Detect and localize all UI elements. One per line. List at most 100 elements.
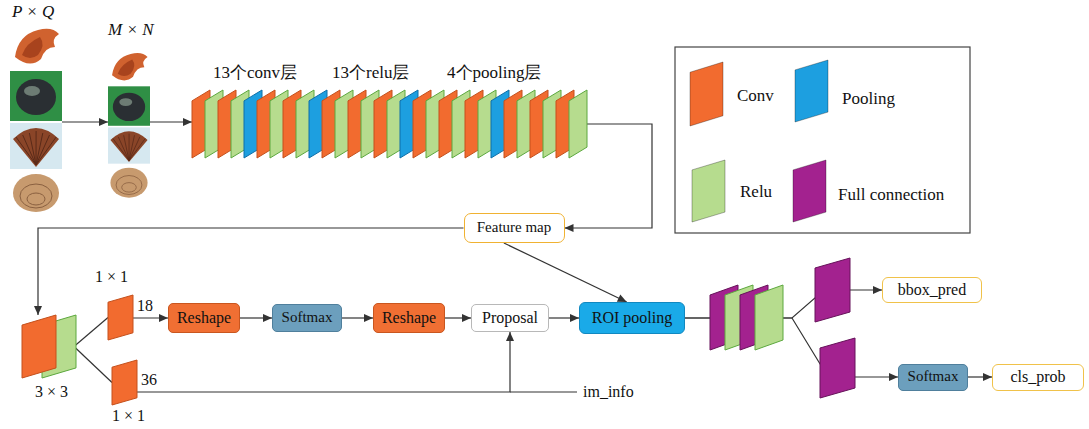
node-label: Softmax	[282, 309, 333, 326]
clam-shell	[13, 174, 59, 212]
node-label: 1 × 1	[112, 407, 145, 425]
relu-layer	[569, 90, 587, 158]
node-label: 13个relu层	[332, 63, 409, 83]
image-stack: M × N	[108, 50, 150, 200]
node-label: P × Q	[12, 2, 54, 22]
legend-swatch	[795, 60, 828, 122]
snail-shine	[24, 86, 40, 96]
scallop-shell	[110, 131, 147, 162]
conv-block: 1 × 1	[108, 295, 133, 340]
arrow-head	[99, 118, 108, 126]
snail-shine	[119, 98, 132, 106]
image-stack: P × Q	[10, 25, 62, 215]
conch-shell	[15, 29, 59, 64]
scallop-rib	[129, 137, 140, 161]
arrow-head	[364, 314, 373, 322]
scallop-rib	[36, 131, 37, 165]
channel-count: 36	[140, 371, 158, 389]
snail-shell	[113, 93, 145, 121]
node-label: 13个conv层	[213, 63, 297, 83]
conv-layer	[108, 295, 133, 340]
connector	[34, 228, 464, 315]
conv-block: 1 × 1	[112, 360, 137, 405]
conv-layer	[22, 315, 56, 378]
photo-ground	[108, 86, 150, 125]
connector-line	[38, 228, 464, 315]
legend-swatch-shape	[795, 60, 828, 122]
legend-label: Pooling	[842, 89, 895, 109]
snail-shell	[16, 79, 56, 115]
arrow-head	[159, 314, 168, 322]
legend-swatch-shape	[692, 160, 725, 222]
connector	[74, 347, 112, 383]
node-label: M × N	[108, 20, 153, 40]
node-label: Reshape	[177, 309, 231, 327]
clam-ring	[20, 184, 52, 208]
shape-outline	[22, 315, 78, 378]
scallop-rib	[23, 135, 36, 165]
legend-swatch	[692, 160, 725, 222]
legend-label: Full connection	[838, 185, 944, 205]
node-label: 1 × 1	[95, 268, 128, 286]
legend-swatch	[690, 62, 723, 126]
conch-shade	[118, 59, 135, 76]
conch-shade	[22, 37, 43, 58]
arrow-head	[889, 373, 898, 381]
clam-ring	[27, 193, 45, 205]
connector	[137, 332, 514, 392]
softmax-box: Softmax	[272, 304, 342, 332]
node-label: cls_prob	[1010, 368, 1065, 386]
node-label: Reshape	[382, 309, 436, 327]
scallop-rib	[36, 135, 50, 165]
node-label: Softmax	[908, 368, 959, 385]
legend-swatch-shape	[793, 160, 826, 222]
arrow-head	[34, 306, 42, 315]
scallop-rib	[129, 134, 130, 161]
legend-frame	[675, 47, 970, 233]
legend-swatch	[793, 160, 826, 222]
legend-swatch-shape	[690, 62, 723, 126]
connector	[240, 314, 272, 322]
node-label: bbox_pred	[898, 281, 966, 299]
node-label: 4个pooling层	[447, 63, 541, 83]
shape-outline	[108, 50, 150, 200]
connector	[504, 243, 627, 302]
softmax-box: Softmax	[898, 364, 968, 391]
signal-label: im_info	[583, 383, 634, 401]
legend-label: Conv	[737, 86, 774, 106]
roi-pooling-box: ROI pooling	[579, 302, 685, 334]
arrow-head	[183, 118, 192, 126]
output-box: cls_prob	[992, 364, 1084, 391]
scallop-rib	[129, 138, 145, 160]
scallop-rib	[118, 137, 129, 161]
connector	[342, 314, 373, 322]
node-label: 3 × 3	[35, 383, 68, 401]
connector	[62, 118, 108, 126]
arrow-head	[983, 373, 992, 381]
arrow-head	[263, 314, 272, 322]
node-label: Feature map	[477, 219, 552, 236]
conch-shell	[112, 53, 148, 81]
scallop-rib	[36, 137, 56, 165]
clam-shell	[110, 168, 147, 198]
node-label: Proposal	[482, 309, 538, 327]
clam-ring	[116, 176, 142, 195]
im-info-wire	[510, 391, 577, 392]
proposal-box: Proposal	[471, 304, 549, 332]
scallop-rib	[124, 135, 129, 160]
scallop-shell	[13, 128, 59, 167]
arrow-head	[565, 224, 574, 232]
connector-line	[74, 347, 112, 383]
connector	[445, 314, 471, 322]
photo-ground	[10, 71, 62, 121]
shape-outline	[10, 25, 62, 215]
output-box: bbox_pred	[882, 277, 982, 303]
arrow-head	[570, 314, 579, 322]
conv-block: 3 × 3	[22, 315, 78, 378]
shape-outline	[192, 90, 587, 158]
channel-count: 18	[136, 297, 154, 315]
photo-ground	[108, 127, 150, 163]
fc-layer	[815, 258, 850, 322]
arrow-head	[617, 294, 627, 302]
shape-outline	[112, 360, 137, 405]
